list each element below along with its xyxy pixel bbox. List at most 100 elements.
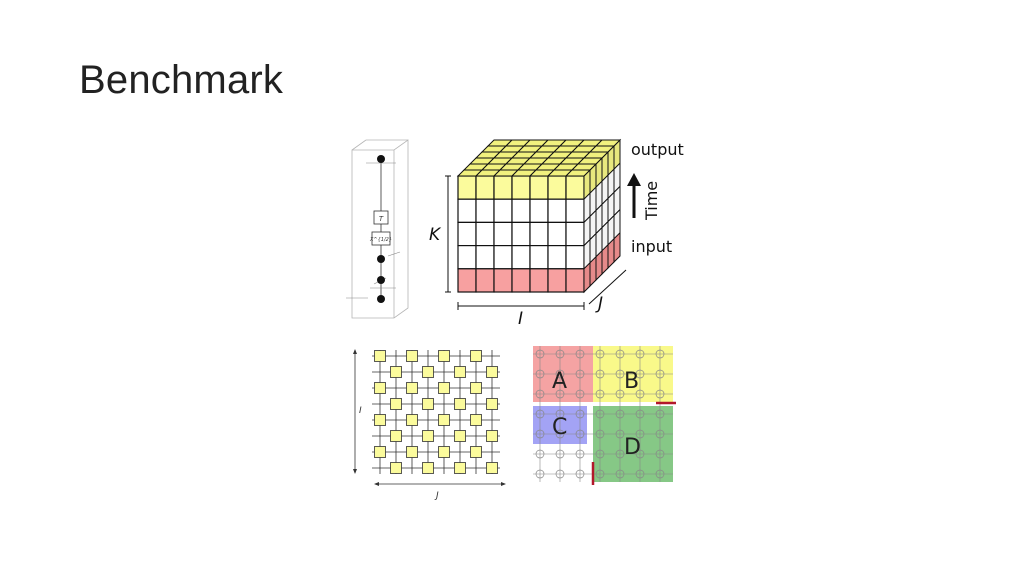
lattice-node xyxy=(595,469,605,479)
circuit-diagram: T X^{1/2} xyxy=(346,139,409,319)
cube-front-cell xyxy=(565,198,585,223)
grid-node xyxy=(470,414,482,426)
lattice-node xyxy=(555,449,565,459)
grid-node xyxy=(486,398,498,410)
cube-front-cell xyxy=(457,268,477,293)
cube-label-time: Time xyxy=(642,181,661,221)
lattice-node xyxy=(615,409,625,419)
lattice-node xyxy=(615,389,625,399)
grid-node xyxy=(438,382,450,394)
lattice-node xyxy=(635,369,645,379)
cube-front-cell xyxy=(565,244,585,270)
grid-node xyxy=(470,446,482,458)
cube-side-cell xyxy=(613,231,621,264)
grid-node xyxy=(422,398,434,410)
grid-node xyxy=(374,382,386,394)
lattice-node xyxy=(575,349,585,359)
grid-node xyxy=(438,414,450,426)
cube-front-cell xyxy=(511,198,531,223)
grid-node xyxy=(454,462,466,474)
lattice-node xyxy=(655,429,665,439)
lattice-node xyxy=(575,469,585,479)
lattice-node xyxy=(535,469,545,479)
qubit-node xyxy=(377,276,385,284)
lattice-node xyxy=(595,449,605,459)
cube-label-output: output xyxy=(631,140,684,159)
cube-label-i: I xyxy=(518,309,523,329)
grid-node xyxy=(406,446,418,458)
grid-node xyxy=(374,350,386,362)
cube-front-cell xyxy=(475,198,495,223)
cube-label-input: input xyxy=(631,237,672,256)
lattice-node xyxy=(535,449,545,459)
cube-front-cell xyxy=(475,244,495,270)
lattice-node xyxy=(575,409,585,419)
lattice-node xyxy=(535,409,545,419)
grid-node xyxy=(486,462,498,474)
cube-front-cell xyxy=(547,198,567,223)
grid-node xyxy=(390,430,402,442)
grid-node xyxy=(390,366,402,378)
grid-node xyxy=(374,446,386,458)
region-c-label: C xyxy=(552,415,567,440)
region-d xyxy=(593,406,673,482)
slide-title: Benchmark xyxy=(79,58,284,102)
region-a-label: A xyxy=(552,369,567,394)
cube-front-cell xyxy=(511,221,531,247)
lattice-node xyxy=(635,469,645,479)
lattice-node xyxy=(575,389,585,399)
lattice-node xyxy=(595,429,605,439)
cube-front-cell xyxy=(565,175,585,200)
lattice-node xyxy=(655,469,665,479)
grid-node xyxy=(486,366,498,378)
cube-front-cell xyxy=(493,221,513,247)
cube-front-cell xyxy=(457,198,477,223)
partition-diagram: A B C D xyxy=(533,346,676,485)
cube-front-cell xyxy=(547,221,567,247)
grid-node xyxy=(406,414,418,426)
lattice-node xyxy=(575,369,585,379)
cube-front-cell xyxy=(511,175,531,200)
lattice-node xyxy=(575,429,585,439)
cube-front-cell xyxy=(457,221,477,247)
cube-front-cell xyxy=(565,221,585,247)
grid-node xyxy=(486,430,498,442)
cube-front-cell xyxy=(529,175,549,200)
cube-front-cell xyxy=(547,268,567,293)
grid-label-j: J xyxy=(434,491,439,501)
lattice-node xyxy=(555,469,565,479)
lattice-node xyxy=(535,429,545,439)
cube-front-cell xyxy=(457,175,477,200)
gate-x-half xyxy=(371,231,391,246)
tensor-cube-diagram: K I J output input Time xyxy=(429,138,684,329)
lattice-node xyxy=(655,449,665,459)
lattice-node xyxy=(555,429,565,439)
grid-label-i: I xyxy=(359,406,362,416)
lattice-node xyxy=(635,409,645,419)
lattice-node xyxy=(595,389,605,399)
cube-front-cell xyxy=(493,175,513,200)
grid-node xyxy=(406,350,418,362)
lattice-node xyxy=(615,469,625,479)
lattice-node xyxy=(655,409,665,419)
grid-node xyxy=(374,414,386,426)
cube-front-cell xyxy=(493,244,513,270)
grid-node xyxy=(470,382,482,394)
grid-node xyxy=(454,430,466,442)
cube-front-cell xyxy=(529,198,549,223)
cube-front-cell xyxy=(511,244,531,270)
cube-front-cell xyxy=(547,244,567,270)
cube-front-cell xyxy=(457,244,477,270)
lattice-node xyxy=(555,369,565,379)
cube-front-cell xyxy=(493,268,513,293)
lattice-node xyxy=(535,349,545,359)
lattice-node xyxy=(595,369,605,379)
qubit-grid-diagram: I J xyxy=(353,349,506,501)
cube-front-cell xyxy=(529,221,549,247)
cube-top-cell xyxy=(594,139,622,147)
grid-node xyxy=(422,430,434,442)
grid-node xyxy=(470,350,482,362)
time-arrow-icon xyxy=(627,173,641,218)
lattice-node xyxy=(615,449,625,459)
cube-front-cell xyxy=(475,268,495,293)
